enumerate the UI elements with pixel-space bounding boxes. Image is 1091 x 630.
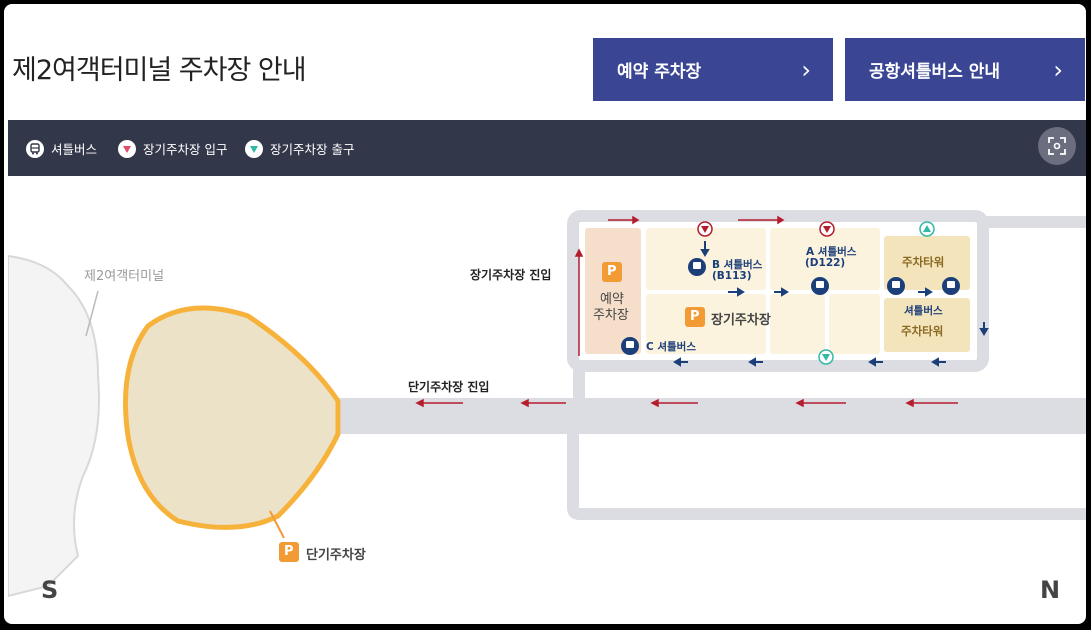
parking-tower-label: 주차타워 xyxy=(902,255,945,269)
short-term-lot-area xyxy=(123,305,341,530)
short-term-pointer xyxy=(269,510,285,539)
shuttle-info-button[interactable]: 공항셔틀버스 안내 › xyxy=(845,38,1085,101)
exit-marker-icon xyxy=(245,139,263,158)
page-frame: 제2여객터미널 주차장 안내 예약 주차장 › 공항셔틀버스 안내 › 셔틀버스… xyxy=(4,4,1086,624)
compass-south: S xyxy=(41,576,59,604)
reserve-lot-block xyxy=(585,228,641,354)
parking-symbol: P xyxy=(284,544,294,559)
shuttle-info-label: 공항셔틀버스 안내 xyxy=(869,62,1001,82)
terminal-pointer xyxy=(85,290,99,337)
road-loop xyxy=(567,210,989,372)
legend-shuttle: 셔틀버스 xyxy=(26,139,97,158)
bus-stop-icon xyxy=(621,337,639,355)
lot-block xyxy=(829,294,880,354)
parking-icon xyxy=(602,262,622,282)
reserve-parking-label: 예약 주차장 xyxy=(617,62,702,82)
shuttle-b-code: (B113) xyxy=(712,270,752,282)
legend-entrance: 장기주차장 입구 xyxy=(118,139,227,158)
chevron-right-icon: › xyxy=(801,56,811,84)
terminal-label: 제2여객터미널 xyxy=(84,269,165,284)
parking-symbol: P xyxy=(607,264,617,279)
reserve-parking-button[interactable]: 예약 주차장 › xyxy=(593,38,833,101)
terminal-building xyxy=(8,254,100,598)
short-term-entry-label: 단기주차장 진입 xyxy=(408,380,490,394)
lot-block xyxy=(646,228,766,290)
parking-icon xyxy=(279,542,299,562)
parking-tower-label: 주차타워 xyxy=(901,324,944,338)
bus-stop-icon xyxy=(688,258,706,276)
shuttle-c-label: C 셔틀버스 xyxy=(646,341,697,353)
parking-tower-block xyxy=(884,298,970,352)
shuttle-b-label: B 셔틀버스 xyxy=(712,259,763,271)
lot-block xyxy=(646,294,766,354)
bus-stop-icon xyxy=(887,277,905,295)
shuttle-stop-label: 셔틀버스 xyxy=(904,305,943,317)
fullscreen-icon[interactable] xyxy=(1038,127,1076,165)
bus-icon xyxy=(26,139,44,158)
chevron-right-icon: › xyxy=(1053,56,1063,84)
red-arrows xyxy=(415,215,958,408)
bus-stop-icon xyxy=(811,277,829,295)
parking-tower-block xyxy=(884,236,970,290)
main-road xyxy=(338,398,1086,434)
entrance-marker-icon xyxy=(697,221,713,237)
legend-entrance-label: 장기주차장 입구 xyxy=(143,142,228,157)
page-title: 제2여객터미널 주차장 안내 xyxy=(12,55,307,86)
blue-arrows xyxy=(673,241,989,367)
entrance-marker-icon xyxy=(819,221,835,237)
lot-block xyxy=(770,228,880,290)
parking-map: 제2여객터미널 장기주차장 진입 단기주차장 진입 P P P 예약 주차장 장… xyxy=(8,176,1086,624)
reserve-lot-label: 예약 xyxy=(600,292,624,307)
exit-marker-icon xyxy=(919,221,935,237)
bus-stop-icon xyxy=(942,277,960,295)
shuttle-a-label: A 셔틀버스 xyxy=(806,246,857,258)
legend-exit-label: 장기주차장 출구 xyxy=(270,142,355,157)
long-term-entry-label: 장기주차장 진입 xyxy=(470,268,552,282)
map-legend: 셔틀버스 장기주차장 입구 장기주차장 출구 xyxy=(8,120,1086,176)
reserve-lot-label: 주차장 xyxy=(593,308,629,323)
legend-shuttle-label: 셔틀버스 xyxy=(51,142,98,157)
lot-block xyxy=(770,294,825,354)
legend-exit: 장기주차장 출구 xyxy=(245,139,354,158)
entrance-marker-icon xyxy=(118,139,136,158)
long-term-lot-label: 장기주차장 xyxy=(711,313,771,328)
compass-north: N xyxy=(1040,576,1061,604)
exit-marker-icon xyxy=(818,349,834,365)
parking-icon xyxy=(685,307,705,327)
short-term-lot-label: 단기주차장 xyxy=(306,548,366,563)
road-lower xyxy=(567,434,1086,520)
parking-symbol: P xyxy=(690,309,700,324)
shuttle-a-code: (D122) xyxy=(805,257,846,269)
